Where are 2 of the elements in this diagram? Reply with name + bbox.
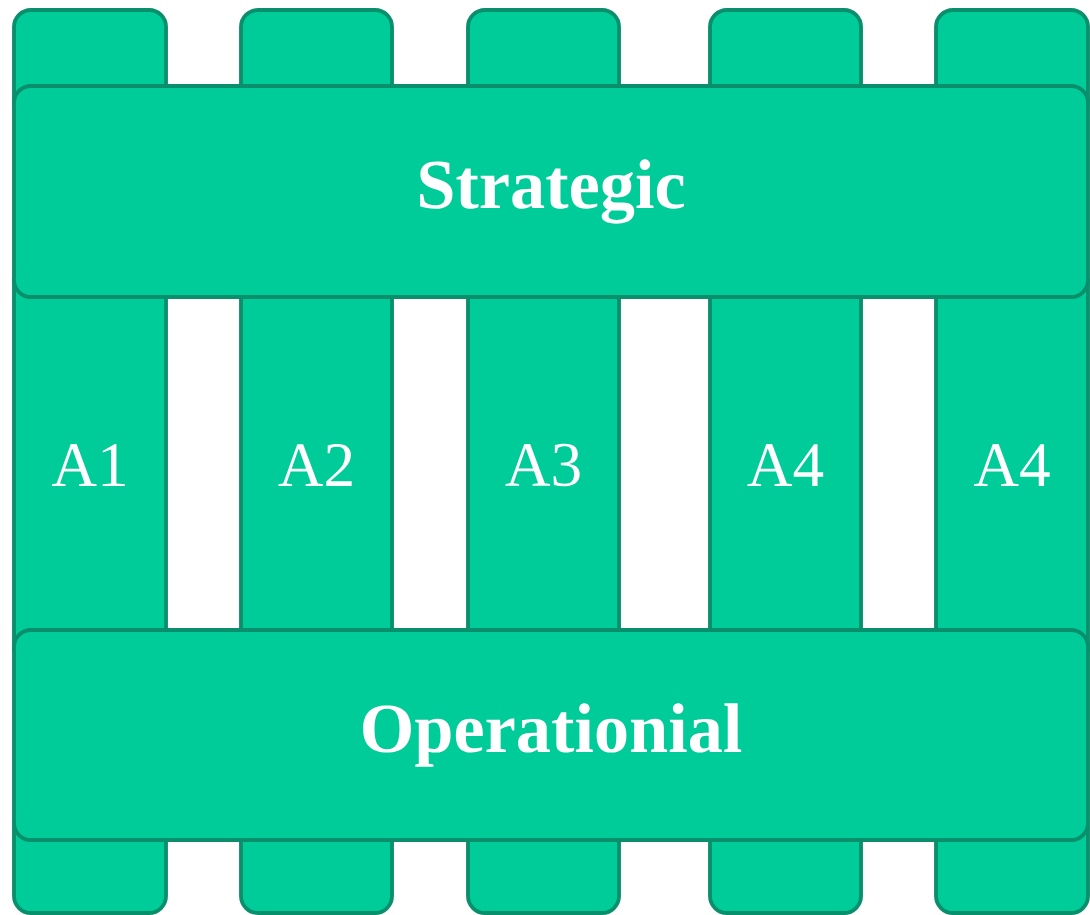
column-bar: A1	[12, 278, 168, 652]
node-label: A4	[973, 444, 1050, 486]
